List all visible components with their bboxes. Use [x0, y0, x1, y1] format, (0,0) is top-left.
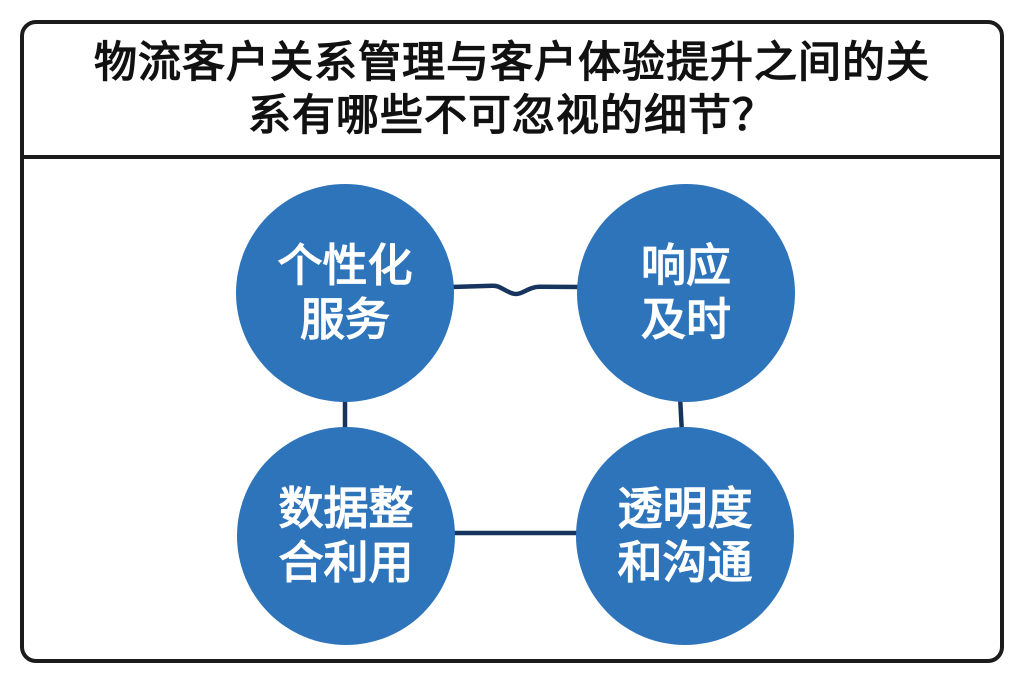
node-personalized-service: 个性化 服务 — [236, 184, 454, 402]
node-label-line: 个性化 — [277, 240, 413, 291]
outer-frame — [20, 20, 1004, 663]
page-title-line1: 物流客户关系管理与客户体验提升之间的关 — [94, 38, 930, 87]
node-label-line: 数据整 — [278, 483, 414, 534]
node-timely-response: 响应 及时 — [577, 184, 795, 402]
node-transparency-communication: 透明度 和沟通 — [576, 427, 794, 645]
title-separator-line — [20, 155, 1004, 159]
node-label: 个性化 服务 — [277, 239, 412, 347]
node-label-line: 透明度 — [617, 483, 753, 534]
node-label-line: 响应 — [640, 240, 731, 291]
node-label: 透明度 和沟通 — [617, 482, 752, 590]
title-band: 物流客户关系管理与客户体验提升之间的关 系有哪些不可忽视的细节？ — [24, 24, 1000, 155]
node-label: 响应 及时 — [641, 239, 731, 347]
node-label-line: 服务 — [299, 294, 390, 345]
node-label: 数据整 合利用 — [278, 482, 413, 590]
node-label-line: 及时 — [640, 294, 731, 345]
page-title-line2: 系有哪些不可忽视的细节？ — [248, 91, 776, 140]
node-label-line: 和沟通 — [617, 537, 753, 588]
node-data-integration: 数据整 合利用 — [237, 427, 455, 645]
node-label-line: 合利用 — [278, 537, 414, 588]
